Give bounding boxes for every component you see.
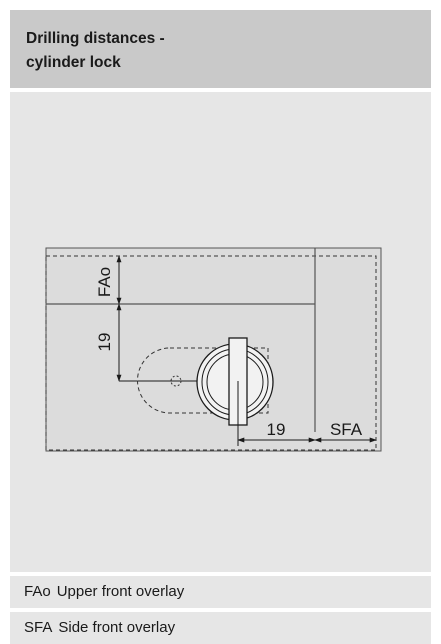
card-header: Drilling distances - cylinder lock [10,10,431,88]
front-overlay-outline [45,255,377,451]
lock-housing-outline [137,347,269,414]
cylinder-lock-diagram: FAo 19 19 SFA [45,247,382,452]
title-line-1: Drilling distances - [26,30,165,47]
legend-row-fao: FAo Upper front overlay [10,576,431,608]
diagram-panel: FAo 19 19 SFA [10,92,431,572]
carcass-outline [45,247,382,452]
legend-text: Side front overlay [58,619,176,636]
legend-row-sfa: SFA Side front overlay [10,612,431,644]
sfa-label: SFA [330,420,363,439]
fao-label: FAo [95,267,114,297]
vertical-19-label: 19 [95,333,114,352]
legend-text: Upper front overlay [56,583,185,600]
legend-abbr: SFA [24,619,53,636]
fixing-hole [170,375,182,387]
horizontal-19-label: 19 [267,420,286,439]
title-line-2: cylinder lock [26,54,121,71]
legend-abbr: FAo [24,583,51,600]
